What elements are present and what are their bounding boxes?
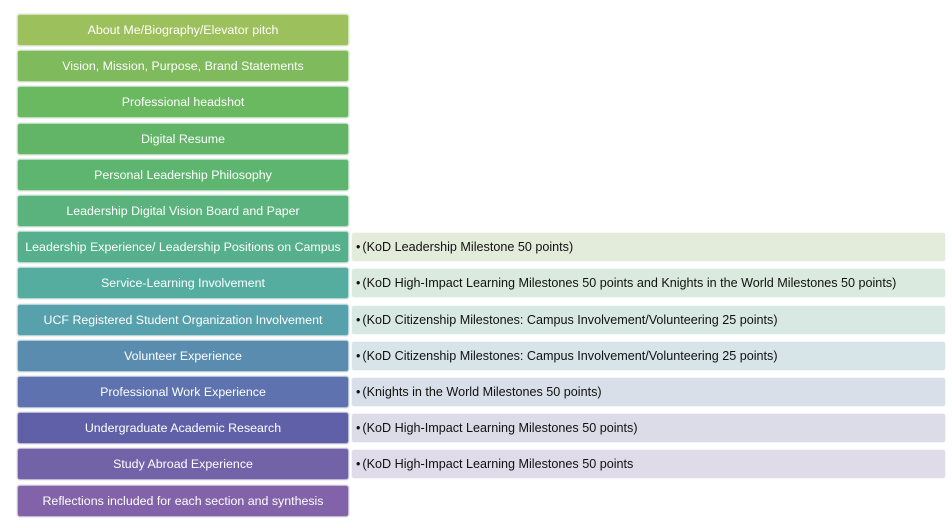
item-box: Service-Learning Involvement	[17, 267, 349, 300]
bullet-icon: •	[356, 421, 361, 436]
item-box: Study Abroad Experience	[17, 448, 349, 481]
item-box: Personal Leadership Philosophy	[17, 158, 349, 191]
bullet-icon: •	[356, 240, 361, 255]
bullet-icon: •	[356, 276, 361, 291]
bullet-icon: •	[356, 457, 361, 472]
diagram-row: About Me/Biography/Elevator pitch	[0, 14, 952, 46]
bullet-icon: •	[356, 348, 361, 363]
bullet-icon: •	[356, 385, 361, 399]
item-box: Volunteer Experience	[17, 339, 349, 372]
milestone-note-text: (KoD High-Impact Learning Milestones 50 …	[362, 421, 638, 436]
item-box: Leadership Experience/ Leadership Positi…	[17, 231, 349, 264]
diagram-row: Professional Work Experience•(Knights in…	[0, 376, 952, 408]
diagram-row: Volunteer Experience•(KoD Citizenship Mi…	[0, 339, 952, 372]
milestone-note: •(KoD High-Impact Learning Milestones 50…	[351, 449, 946, 480]
item-box: Reflections included for each section an…	[17, 484, 349, 517]
diagram-row: Leadership Digital Vision Board and Pape…	[0, 195, 952, 227]
milestone-note: •(KoD High-Impact Learning Milestones 50…	[351, 413, 946, 444]
diagram-row: Professional headshot	[0, 86, 952, 119]
diagram-row: Digital Resume	[0, 122, 952, 155]
bullet-icon: •	[356, 312, 361, 327]
item-box: Vision, Mission, Purpose, Brand Statemen…	[17, 50, 349, 83]
diagram-row: Study Abroad Experience•(KoD High-Impact…	[0, 448, 952, 481]
diagram-row: UCF Registered Student Organization Invo…	[0, 303, 952, 336]
diagram-row: Undergraduate Academic Research•(KoD Hig…	[0, 412, 952, 445]
milestone-note: •(KoD High-Impact Learning Milestones 50…	[351, 268, 946, 299]
milestone-note-text: (Knights in the World Milestones 50 poin…	[362, 385, 602, 399]
milestone-note: •(KoD Leadership Milestone 50 points)	[351, 232, 946, 263]
milestone-note-text: (KoD Citizenship Milestones: Campus Invo…	[362, 312, 778, 327]
item-box: Leadership Digital Vision Board and Pape…	[17, 195, 349, 227]
item-box: UCF Registered Student Organization Invo…	[17, 303, 349, 336]
diagram-row: Vision, Mission, Purpose, Brand Statemen…	[0, 50, 952, 83]
item-box: About Me/Biography/Elevator pitch	[17, 14, 349, 46]
milestone-note-text: (KoD High-Impact Learning Milestones 50 …	[362, 276, 897, 291]
milestone-note: •(KoD Citizenship Milestones: Campus Inv…	[351, 340, 946, 371]
item-box: Professional Work Experience	[17, 376, 349, 408]
diagram-row: Service-Learning Involvement•(KoD High-I…	[0, 267, 952, 300]
milestone-note-text: (KoD Leadership Milestone 50 points)	[362, 240, 574, 255]
item-box: Professional headshot	[17, 86, 349, 119]
diagram-row: Reflections included for each section an…	[0, 484, 952, 517]
milestone-note: •(Knights in the World Milestones 50 poi…	[351, 377, 946, 407]
milestone-note-text: (KoD High-Impact Learning Milestones 50 …	[362, 457, 634, 472]
milestone-note: •(KoD Citizenship Milestones: Campus Inv…	[351, 304, 946, 335]
diagram-row: Leadership Experience/ Leadership Positi…	[0, 231, 952, 264]
diagram-row: Personal Leadership Philosophy	[0, 158, 952, 191]
milestone-note-text: (KoD Citizenship Milestones: Campus Invo…	[362, 348, 778, 363]
item-box: Undergraduate Academic Research	[17, 412, 349, 445]
item-box: Digital Resume	[17, 122, 349, 155]
